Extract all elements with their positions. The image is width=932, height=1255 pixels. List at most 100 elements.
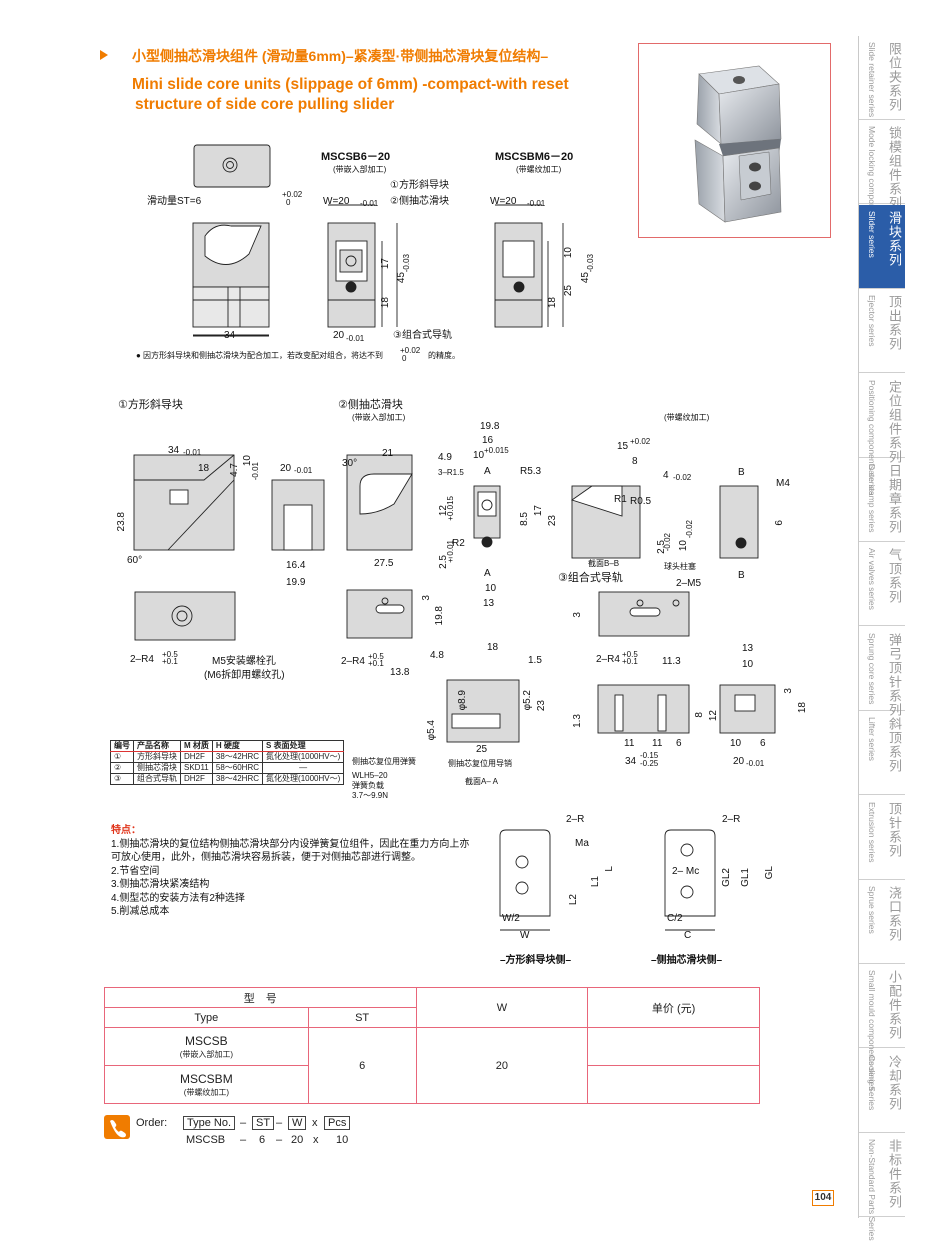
p2-dR53: R5.3 bbox=[520, 466, 542, 477]
part2-title: ②侧抽芯滑块 bbox=[338, 399, 403, 411]
table-cell: ③ bbox=[110, 773, 134, 785]
p2-d17: 17 bbox=[533, 505, 544, 517]
table-row: ② 侧抽芯滑块 SKD11 58～60HRC — bbox=[110, 762, 345, 774]
table-row: ① 方形斜导块 DH2F 38～42HRC 氮化处理(1000HV～) bbox=[110, 751, 345, 763]
p3-d34-tol1: -0.15 bbox=[640, 751, 659, 760]
part3-title: ③组合式导轨 bbox=[558, 572, 623, 584]
p1-d20-tol: -0.01 bbox=[294, 466, 313, 475]
dim-45-a: 45 bbox=[396, 272, 407, 284]
p2b-d4-tol: -0.02 bbox=[673, 473, 692, 482]
sec-bb: 截面B–B bbox=[588, 559, 620, 568]
p2-2r4-tol2: +0.1 bbox=[368, 659, 384, 668]
aa-d5_2: φ5.2 bbox=[522, 690, 533, 711]
p3-2r4-tol: +0.5 bbox=[622, 650, 638, 659]
material-table-header: 编号 产品名称 M 材质 H 硬度 S 表面处理 bbox=[110, 740, 345, 752]
sidebar-tab-cn: 斜顶系列 bbox=[887, 717, 902, 774]
dim-18-a: 18 bbox=[380, 297, 391, 309]
sidebar-tab-en: Small mould components series bbox=[867, 970, 877, 1091]
feature-item: 2.节省空间 bbox=[111, 865, 160, 877]
part3-front bbox=[597, 684, 690, 734]
p2-dA-top: A bbox=[484, 466, 491, 477]
install-r-gl2: GL2 bbox=[721, 868, 732, 887]
install-r-2mc: 2– Mc bbox=[672, 866, 700, 877]
sidebar-tab-cn: 限位夹系列 bbox=[887, 42, 902, 112]
install-r-c2: C/2 bbox=[667, 913, 683, 924]
part2-top bbox=[346, 589, 413, 639]
m5-hole: M5安装螺栓孔 bbox=[212, 656, 276, 667]
callout-2: ②侧抽芯滑块 bbox=[390, 196, 449, 207]
price-type: MSCSBM bbox=[180, 1071, 233, 1086]
p2-d19_8: 19.8 bbox=[480, 421, 500, 432]
install-l-L2: L2 bbox=[568, 894, 579, 906]
p2b-d10-tol: -0.02 bbox=[685, 520, 694, 539]
p1-d60: 60° bbox=[127, 555, 143, 566]
p2b-dR05: R0.5 bbox=[630, 496, 652, 507]
p3-d1_3: 1.3 bbox=[572, 714, 583, 728]
w-dim-b: W=20 bbox=[490, 196, 517, 207]
p3-d3: 3 bbox=[572, 612, 583, 618]
p2-d21: 21 bbox=[382, 448, 394, 459]
p2b-d15: 15 bbox=[617, 441, 629, 452]
slip-tol-top: +0.02 bbox=[282, 190, 303, 199]
sidebar-tab[interactable]: 限位夹系列 Slide retainer series bbox=[859, 36, 905, 120]
table-cell: 氮化处理(1000HV～) bbox=[262, 751, 345, 763]
table-cell: SKD11 bbox=[180, 762, 213, 774]
p3-d10e: 10 bbox=[730, 738, 742, 749]
top-note-tol-top: +0.02 bbox=[400, 346, 421, 355]
p2b-d15-tol: +0.02 bbox=[630, 437, 651, 446]
mt-header-hardness: H 硬度 bbox=[211, 740, 264, 752]
feature-item: 5.削减总成本 bbox=[111, 906, 170, 917]
price-header-price: 单价 (元) bbox=[587, 987, 760, 1028]
p3-2r4: 2–R4 bbox=[596, 654, 620, 665]
p2b-d4: 4 bbox=[663, 470, 669, 481]
p1-2r4-tol2: +0.1 bbox=[162, 657, 178, 666]
table-cell: DH2F bbox=[180, 751, 213, 763]
p3-d12: 12 bbox=[708, 710, 719, 722]
model-b-sub: (带螺纹加工) bbox=[516, 165, 562, 174]
p2b-dB-top: B bbox=[738, 467, 745, 478]
sidebar-tab-en: Sprung core series bbox=[867, 632, 877, 705]
model-a-label: MSCSB6－20 bbox=[321, 151, 391, 163]
table-cell: — bbox=[262, 762, 345, 774]
sidebar-tab-cn: 定位组件系列 bbox=[887, 379, 902, 464]
price-type-cell: MSCSBM (带螺纹加工) bbox=[104, 1065, 309, 1104]
install-left-outline bbox=[499, 829, 551, 917]
install-right-caption: –侧抽芯滑块侧– bbox=[651, 955, 723, 966]
install-r-gl1: GL1 bbox=[740, 868, 751, 887]
p1-2r4-tol: +0.5 bbox=[162, 650, 178, 659]
section-aa bbox=[446, 679, 520, 743]
p2-2r4: 2–R4 bbox=[341, 656, 365, 667]
p2-d2_5-tol: ±0.01 bbox=[446, 540, 455, 565]
table-cell: 方形斜导块 bbox=[133, 751, 181, 763]
install-r-c: C bbox=[684, 930, 692, 941]
dim-45-tol-b: -0.03 bbox=[586, 254, 595, 273]
title-en-line2: structure of side core pulling slider bbox=[135, 96, 395, 113]
dim-45-tol-a: -0.03 bbox=[402, 254, 411, 273]
price-value-cell bbox=[587, 1027, 760, 1066]
dim-25-b: 25 bbox=[563, 285, 574, 297]
part2b-sub: (带螺纹加工) bbox=[664, 413, 710, 422]
p3-2r4-tol2: +0.1 bbox=[622, 657, 638, 666]
sidebar-tab-en: Sprue series bbox=[867, 886, 877, 934]
install-l-w2: W/2 bbox=[502, 913, 520, 924]
sidebar-tab-en: Slide retainer series bbox=[867, 42, 877, 118]
p1-d20: 20 bbox=[280, 463, 292, 474]
price-type: MSCSB bbox=[185, 1033, 228, 1048]
order-label: Order: bbox=[136, 1117, 168, 1129]
p2-d13_8: 13.8 bbox=[390, 667, 410, 678]
phone-order-icon bbox=[104, 1115, 130, 1139]
mt-header-no: 编号 bbox=[110, 740, 134, 752]
